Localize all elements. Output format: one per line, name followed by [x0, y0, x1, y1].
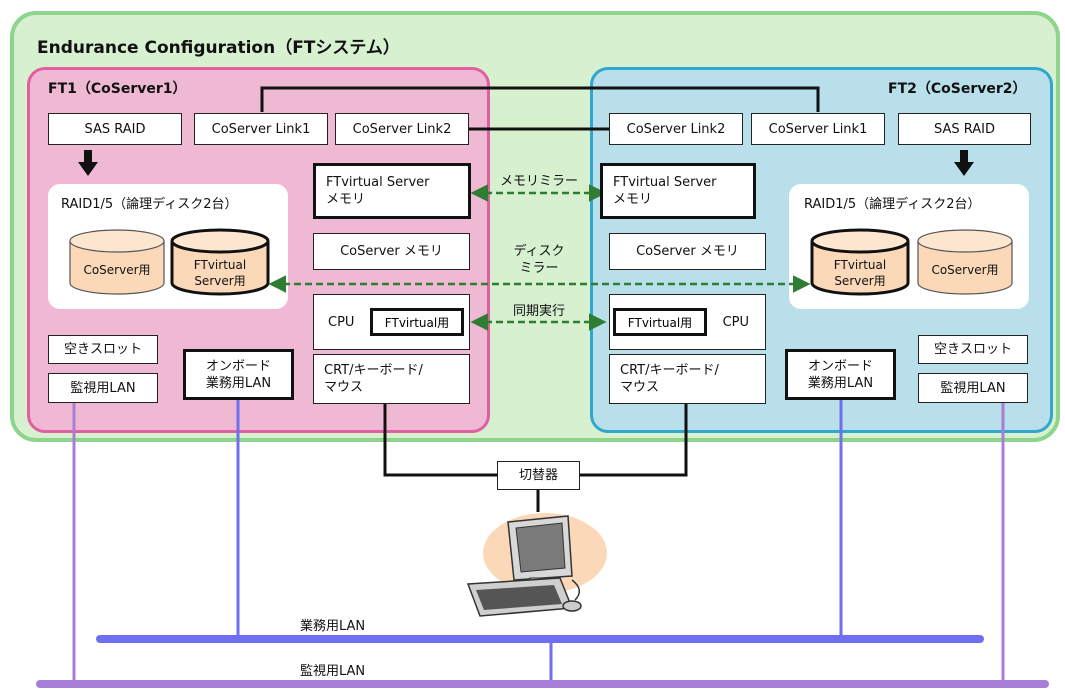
ft1-ftv-memory-line1: FTvirtual Server: [326, 175, 430, 190]
ft2-crt-to-switch-line: [580, 403, 688, 477]
ft1-onboard-business-lan: オンボード業務用LAN: [183, 349, 294, 400]
disk-mirror-line1: ディスク: [513, 244, 565, 259]
sync-execution-label: 同期実行: [512, 304, 565, 319]
ft2-disk-ftv-line2: Server用: [834, 274, 886, 288]
ft1-crt-keyboard-mouse: CRT/キーボード/マウス: [313, 354, 470, 404]
ft1-ftvirtual-disk: [170, 228, 270, 296]
ft2-onboard-line2: 業務用LAN: [807, 375, 874, 391]
ft2-coserver-memory: CoServer メモリ: [609, 233, 766, 270]
ft1-coserver-link2: CoServer Link2: [335, 113, 469, 145]
ft1-onboard-line2: 業務用LAN: [205, 375, 272, 391]
ft1-monitoring-lan: 監視用LAN: [48, 373, 158, 403]
ft2-onboard-line1: オンボード: [807, 358, 873, 374]
ft1-disk-ftv-line2: Server用: [194, 274, 246, 288]
ft1-ftv-memory-line2: メモリ: [326, 192, 366, 207]
ft1-disk-ftvirtual-label: FTvirtual Server用: [172, 257, 268, 289]
ft1-empty-slot: 空きスロット: [48, 335, 158, 364]
ft2-ftvirtual-server-memory: FTvirtual Server メモリ: [600, 163, 756, 219]
ft2-sas-arrow: [954, 150, 974, 176]
ft2-empty-slot: 空きスロット: [918, 335, 1028, 364]
ft1-sas-arrow: [78, 150, 98, 176]
ft2-sas-raid: SAS RAID: [898, 113, 1031, 145]
pc-terminal-icon: [466, 513, 607, 617]
ft1-coserver-disk: [69, 229, 165, 295]
ft1-header: FT1（CoServer1）: [48, 81, 187, 97]
ft1-cpu-label: CPU: [328, 314, 355, 330]
disk-mirror-label: ディスク ミラー: [489, 243, 589, 277]
ft2-coserver-link2: CoServer Link2: [609, 113, 743, 145]
ft2-header: FT2（CoServer2）: [888, 81, 1027, 97]
ft1-ftvirtual-server-memory: FTvirtual Server メモリ: [313, 163, 471, 219]
diagram-title: Endurance Configuration（FTシステム）: [37, 38, 400, 58]
ft2-monitoring-lan: 監視用LAN: [918, 373, 1028, 403]
ft1-crt-line1: CRT/キーボード/: [324, 363, 423, 378]
monitoring-lan-label: 監視用LAN: [300, 664, 366, 679]
ft2-coserver-disk: [917, 229, 1013, 295]
ft1-onboard-line1: オンボード: [205, 358, 271, 374]
ft2-disk-ftvirtual-label: FTvirtual Server用: [812, 257, 908, 289]
ft1-crt-line2: マウス: [324, 380, 364, 395]
ft1-raid-label: RAID1/5（論理ディスク2台）: [61, 197, 238, 212]
ft1-sas-raid: SAS RAID: [48, 113, 182, 145]
ft1-coserver-memory: CoServer メモリ: [313, 233, 470, 270]
ft2-disk-coserver-label: CoServer用: [931, 263, 999, 277]
ft2-cpu-ftvirtual: FTvirtual用: [613, 308, 707, 336]
ft2-onboard-business-lan: オンボード業務用LAN: [785, 349, 896, 400]
ft1-disk-ftv-line1: FTvirtual: [193, 258, 247, 272]
ft1-crt-to-switch-line: [383, 403, 497, 477]
ft2-crt-line1: CRT/キーボード/: [620, 363, 719, 378]
memory-mirror-label: メモリミラー: [499, 174, 578, 189]
business-lan-label: 業務用LAN: [300, 619, 366, 634]
ft2-ftv-memory-line1: FTvirtual Server: [613, 175, 717, 190]
ft2-ftvirtual-disk: [810, 228, 910, 296]
ft2-ftv-memory-line2: メモリ: [613, 192, 653, 207]
ft2-raid-label: RAID1/5（論理ディスク2台）: [804, 197, 981, 212]
ft2-coserver-link1: CoServer Link1: [751, 113, 885, 145]
coserver-link1-line: [260, 86, 820, 112]
kvm-switch: 切替器: [497, 461, 580, 490]
ft1-disk-coserver-label: CoServer用: [83, 263, 151, 277]
disk-mirror-line2: ミラー: [519, 261, 559, 276]
ft2-cpu-label: CPU: [722, 314, 749, 330]
ft2-crt-keyboard-mouse: CRT/キーボード/マウス: [609, 354, 766, 404]
ft1-coserver-link1: CoServer Link1: [194, 113, 328, 145]
ft1-cpu-ftvirtual: FTvirtual用: [370, 308, 464, 336]
ft2-crt-line2: マウス: [620, 380, 660, 395]
ft2-disk-ftv-line1: FTvirtual: [833, 258, 887, 272]
